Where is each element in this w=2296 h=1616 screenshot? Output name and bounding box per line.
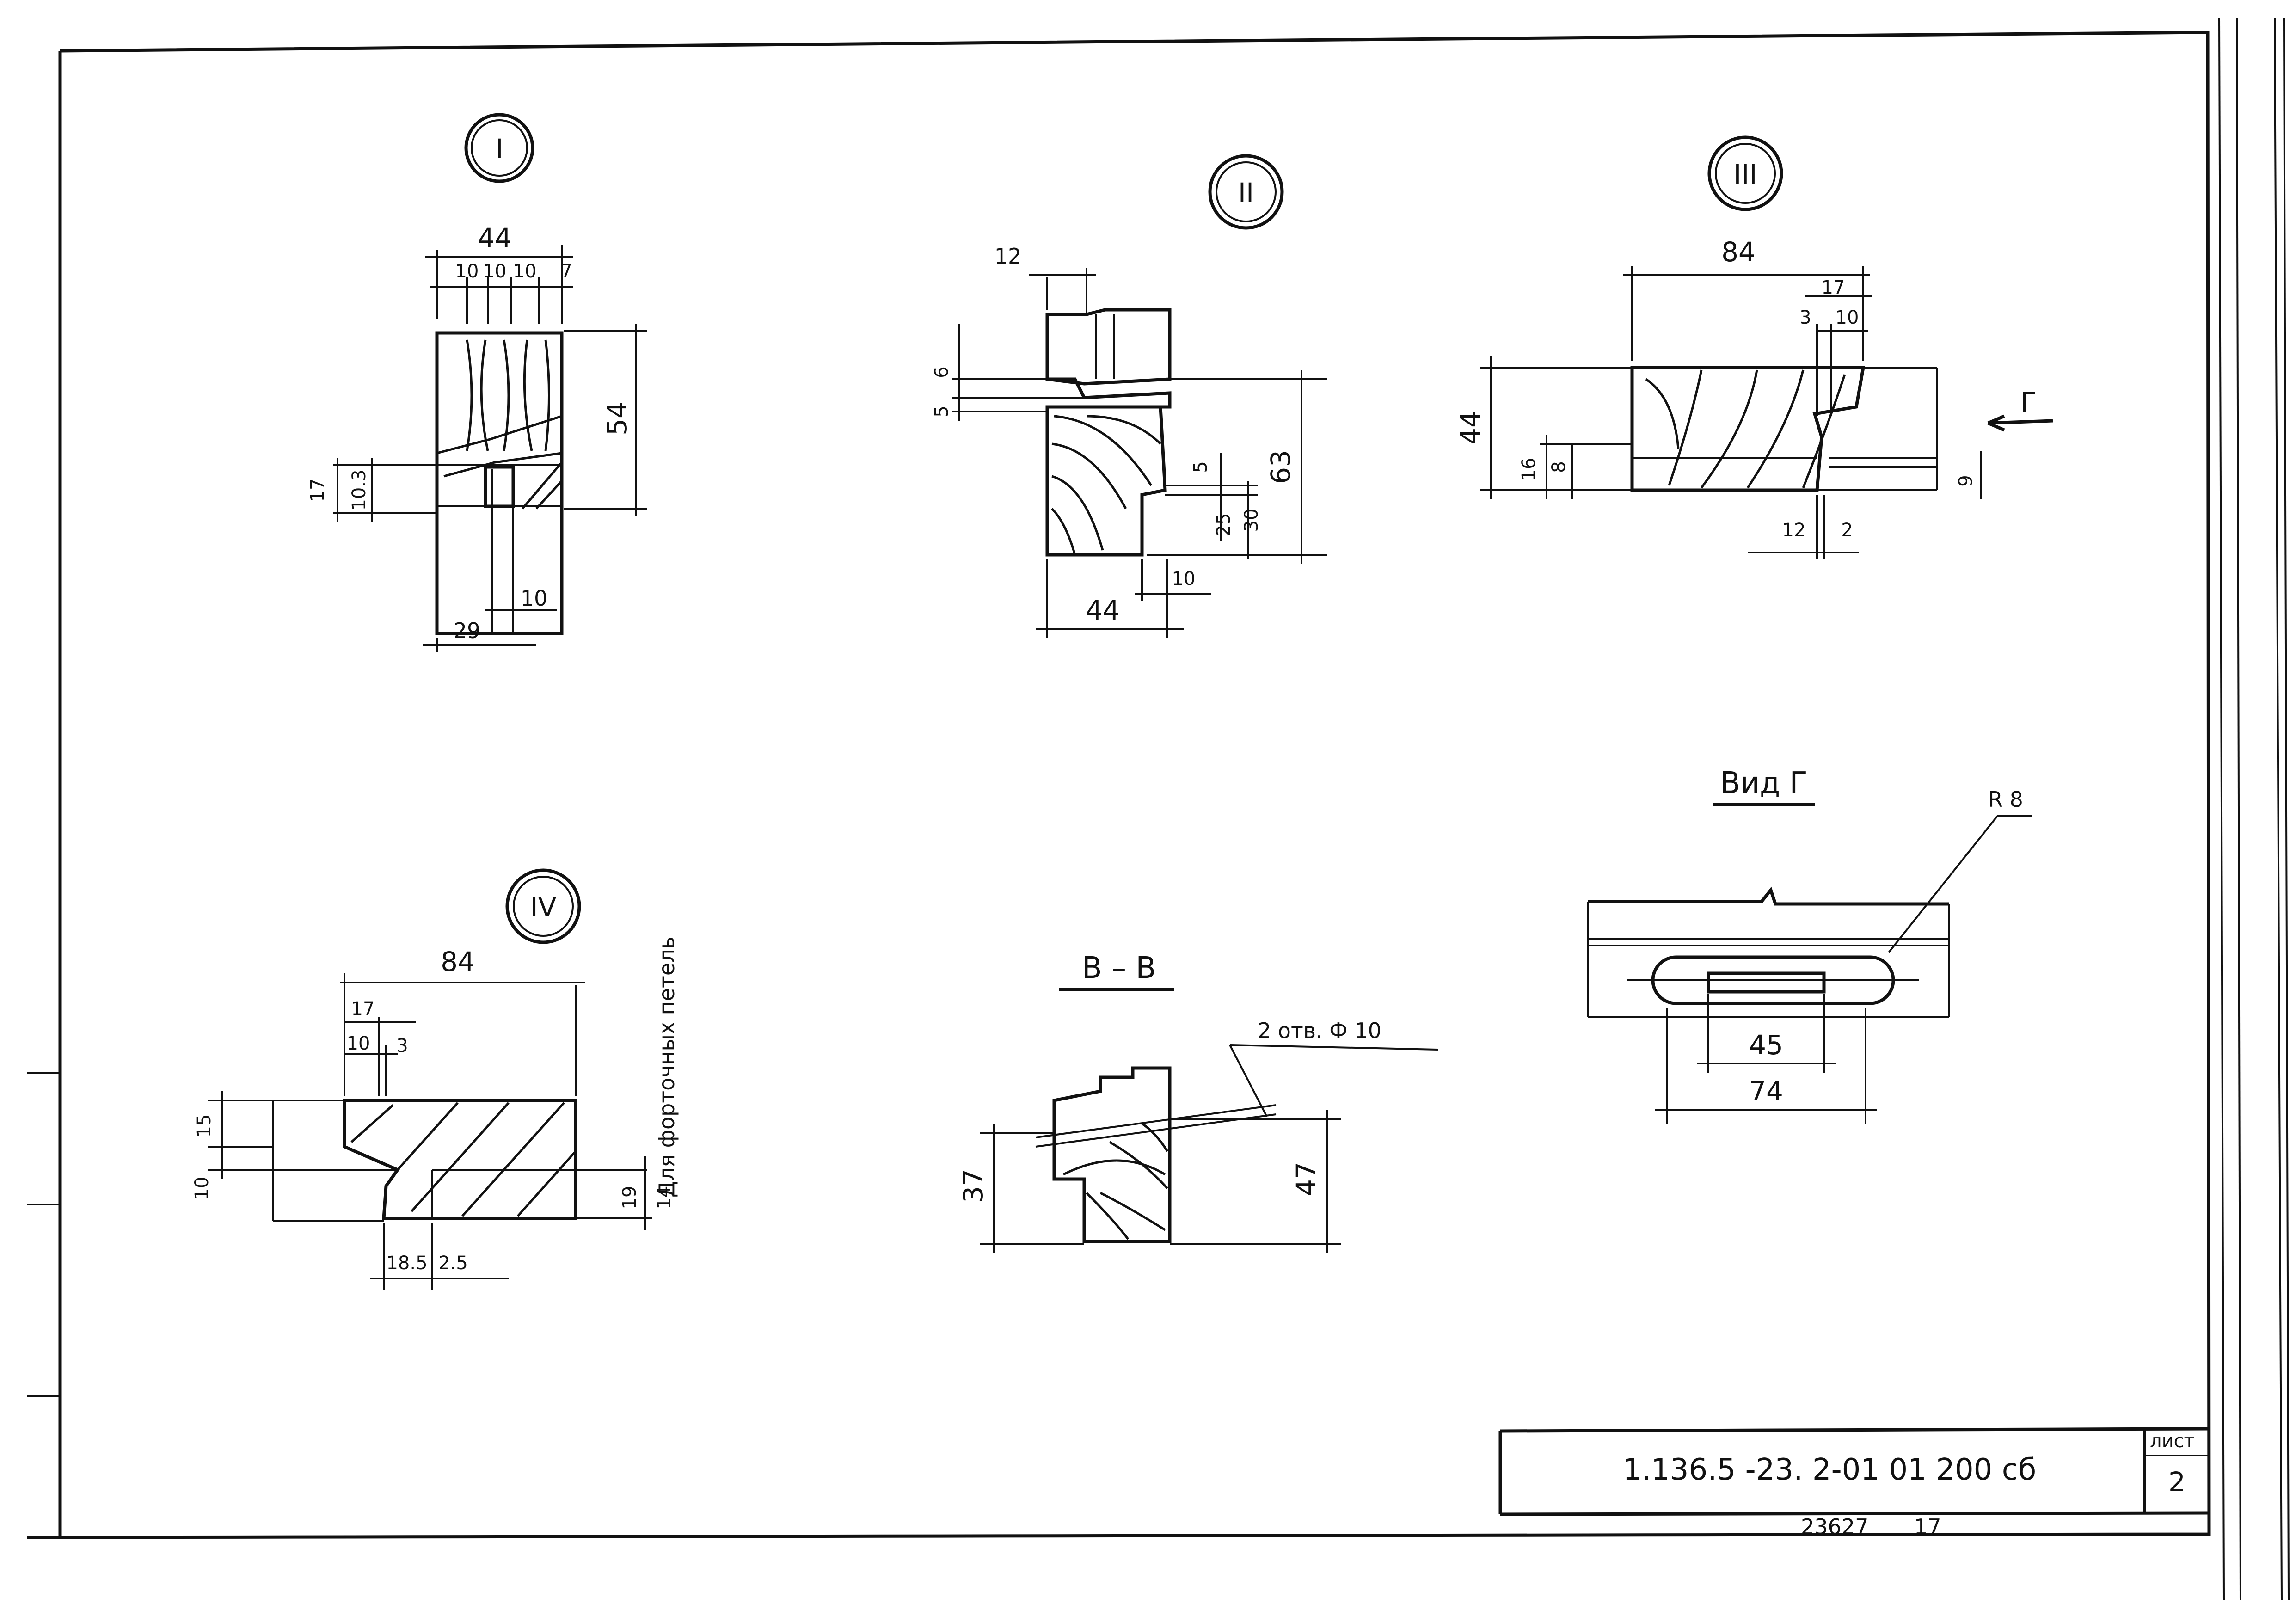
d2-step: 5 <box>1190 461 1211 473</box>
sheet-label: лист <box>2150 1431 2195 1452</box>
d4-bottom-a: 18.5 <box>386 1253 427 1274</box>
detail-4-marker <box>505 868 581 944</box>
d3-bottom-a: 12 <box>1782 520 1806 541</box>
document-code: 1.136.5 -23. 2-01 01 200 сб <box>1623 1453 2036 1487</box>
detail-3: III 84 17 10 3 44 16 8 9 12 2 <box>1455 135 2053 559</box>
d2-left-a: 6 <box>931 366 952 378</box>
archive-number: 23627 <box>1801 1514 1868 1539</box>
d2-right-total: 63 <box>1265 450 1296 484</box>
d4-top-b: 10 <box>347 1033 370 1054</box>
detail-2-marker <box>1208 154 1284 230</box>
d1-width-total: 44 <box>478 222 512 254</box>
section-bb-holes: 2 отв. Ф 10 <box>1258 1018 1381 1043</box>
section-bb: В – В 2 отв. Ф 10 37 47 <box>958 951 1438 1253</box>
sheet-number: 2 <box>2168 1466 2185 1498</box>
d1-seg3: 10 <box>513 261 537 282</box>
d4-right-a: 19 <box>619 1186 640 1210</box>
d4-left-a: 15 <box>194 1114 215 1138</box>
d4-note: Для форточных петель <box>654 936 679 1198</box>
d1-left-outer: 17 <box>307 479 328 502</box>
d1-left-inner: 10.3 <box>349 469 370 510</box>
detail-3-marker <box>1707 135 1783 211</box>
d4-bottom-b: 2.5 <box>438 1253 468 1274</box>
detail-4-marker-label: IV <box>530 891 557 923</box>
section-bb-right: 47 <box>1290 1162 1322 1196</box>
d4-top-a: 17 <box>351 998 375 1020</box>
d4-right-b: 14 <box>654 1186 675 1210</box>
d4-top-total: 84 <box>441 946 475 977</box>
sheet-frame <box>26 18 2290 1600</box>
view-g-outer: 74 <box>1749 1075 1783 1107</box>
archive-suffix: 17 <box>1914 1514 1941 1539</box>
d3-left-b: 8 <box>1548 461 1570 473</box>
d3-left-a: 16 <box>1518 458 1540 481</box>
d2-bottom-width: 44 <box>1086 595 1120 626</box>
d1-bottom-right: 10 <box>521 586 548 611</box>
d1-seg2: 10 <box>483 261 507 282</box>
d3-right-small: 9 <box>1955 475 1977 486</box>
d3-bottom-b: 2 <box>1841 520 1853 541</box>
d2-lower-a: 25 <box>1213 513 1234 537</box>
d1-seg4: 7 <box>560 261 572 282</box>
detail-1-marker <box>464 113 534 183</box>
d4-top-c: 3 <box>396 1035 408 1057</box>
d2-left-b: 5 <box>931 406 952 417</box>
section-bb-title: В – В <box>1082 951 1156 985</box>
detail-1-marker-label: I <box>495 133 503 165</box>
d1-bottom-left: 29 <box>454 618 481 643</box>
d3-top-a: 17 <box>1822 277 1845 298</box>
d2-bottom-step: 10 <box>1172 568 1196 590</box>
detail-3-marker-label: III <box>1733 159 1757 190</box>
view-g-inner: 45 <box>1749 1029 1783 1061</box>
detail-1: I 44 10 10 10 7 54 17 10.3 29 <box>307 113 647 652</box>
title-block: 1.136.5 -23. 2-01 01 200 сб лист 2 23627… <box>1498 1427 2210 1539</box>
view-g-radius: R 8 <box>1988 787 2023 812</box>
d4-left-b: 10 <box>191 1177 213 1200</box>
view-g-title: Вид Г <box>1720 766 1807 800</box>
d3-top-b: 10 <box>1836 307 1859 328</box>
d1-height: 54 <box>602 401 633 436</box>
detail-2: II 12 6 5 63 5 25 30 44 10 <box>931 154 1327 638</box>
detail-2-marker-label: II <box>1238 177 1254 209</box>
d3-top-total: 84 <box>1721 236 1756 268</box>
d2-lower-b: 30 <box>1241 509 1262 532</box>
d3-top-c: 3 <box>1799 307 1811 328</box>
d3-left-height: 44 <box>1455 411 1486 445</box>
d2-top: 12 <box>995 244 1022 269</box>
view-g: Вид Г R 8 45 74 <box>1587 766 2032 1124</box>
section-bb-left: 37 <box>958 1169 989 1203</box>
detail-4: IV 84 17 10 3 15 10 19 14 18.5 <box>191 868 679 1290</box>
d1-seg1: 10 <box>455 261 479 282</box>
d3-view-arrow: Г <box>2020 387 2037 418</box>
